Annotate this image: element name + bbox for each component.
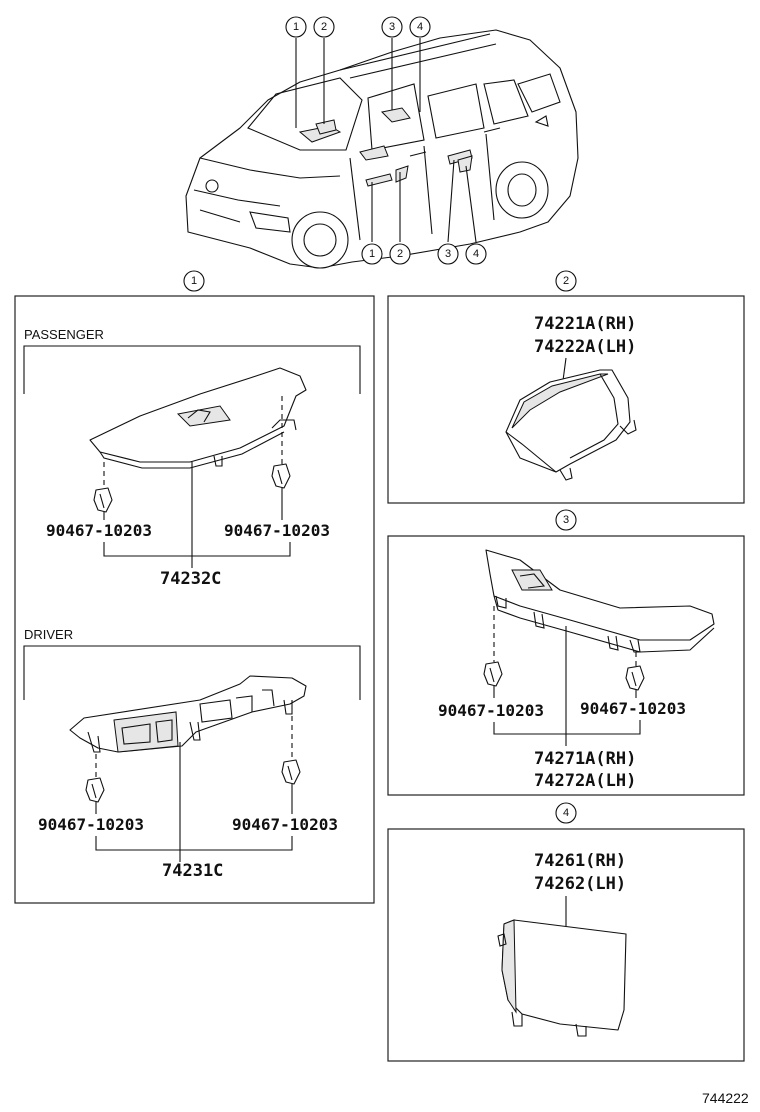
passenger-clip-left xyxy=(93,487,113,513)
panel-3-part-lh: 74272A(LH) xyxy=(534,771,636,791)
callout-3-top: 3 xyxy=(381,16,403,38)
driver-clip-right xyxy=(281,759,301,785)
passenger-switch-base xyxy=(89,367,307,469)
panel-3-frame xyxy=(387,535,745,796)
driver-heading: DRIVER xyxy=(24,627,73,642)
panel-4-part-lh: 74262(LH) xyxy=(534,874,626,894)
svg-text:2: 2 xyxy=(397,248,403,260)
callout-4-top: 4 xyxy=(409,16,431,38)
panel-4-bezel-part xyxy=(497,919,627,1037)
driver-clip-left-pn: 90467-10203 xyxy=(38,815,144,834)
panel-3-switch-base xyxy=(485,549,715,653)
driver-clip-left xyxy=(85,777,105,803)
vehicle-callout-leaders xyxy=(295,38,477,243)
panel-3-clip-left-pn: 90467-10203 xyxy=(438,701,544,720)
callout-3-bottom: 3 xyxy=(437,243,459,265)
callout-1-bottom: 1 xyxy=(361,243,383,265)
driver-switch-base xyxy=(69,675,307,753)
svg-text:3: 3 xyxy=(445,248,451,260)
passenger-clip-right xyxy=(271,463,291,489)
passenger-heading: PASSENGER xyxy=(24,327,104,342)
svg-text:4: 4 xyxy=(417,21,423,33)
panel-2-part-rh: 74221A(RH) xyxy=(534,314,636,334)
passenger-clip-right-pn: 90467-10203 xyxy=(224,521,330,540)
panel-3-clip-right-pn: 90467-10203 xyxy=(580,699,686,718)
panel-2-callout: 2 xyxy=(555,270,577,292)
driver-part-number: 74231C xyxy=(162,861,223,881)
callout-2-top: 2 xyxy=(313,16,335,38)
panel-1-callout: 1 xyxy=(183,270,205,292)
passenger-clip-bracket xyxy=(103,542,291,557)
svg-text:3: 3 xyxy=(389,21,395,33)
passenger-part-number: 74232C xyxy=(160,569,221,589)
svg-text:3: 3 xyxy=(563,514,569,526)
panel-3-clip-bracket xyxy=(493,720,641,735)
panel-4-part-rh: 74261(RH) xyxy=(534,851,626,871)
callout-4-bottom: 4 xyxy=(465,243,487,265)
passenger-clip-left-pn: 90467-10203 xyxy=(46,521,152,540)
panel-4-frame xyxy=(387,828,745,1062)
svg-text:4: 4 xyxy=(563,807,569,819)
panel-2-part-lh: 74222A(LH) xyxy=(534,337,636,357)
panel-4-callout: 4 xyxy=(555,802,577,824)
svg-text:4: 4 xyxy=(473,248,479,260)
svg-text:1: 1 xyxy=(369,248,375,260)
panel-3-clip-right xyxy=(625,665,645,691)
svg-text:1: 1 xyxy=(293,21,299,33)
svg-text:2: 2 xyxy=(321,21,327,33)
vehicle-illustration xyxy=(185,29,579,269)
callout-2-bottom: 2 xyxy=(389,243,411,265)
driver-clip-bracket xyxy=(95,836,293,851)
panel-2-bezel-part xyxy=(505,369,637,481)
panel-3-clip-left xyxy=(483,661,503,687)
driver-bracket xyxy=(23,645,361,700)
figure-reference-number: 744222 xyxy=(702,1090,749,1106)
panel-1-frame xyxy=(14,295,375,904)
svg-text:2: 2 xyxy=(563,275,569,287)
panel-3-callout: 3 xyxy=(555,509,577,531)
passenger-bracket xyxy=(23,345,361,394)
panel-3-part-rh: 74271A(RH) xyxy=(534,749,636,769)
svg-text:1: 1 xyxy=(191,275,197,287)
panel-2-frame xyxy=(387,295,745,504)
callout-1-top: 1 xyxy=(285,16,307,38)
driver-clip-right-pn: 90467-10203 xyxy=(232,815,338,834)
